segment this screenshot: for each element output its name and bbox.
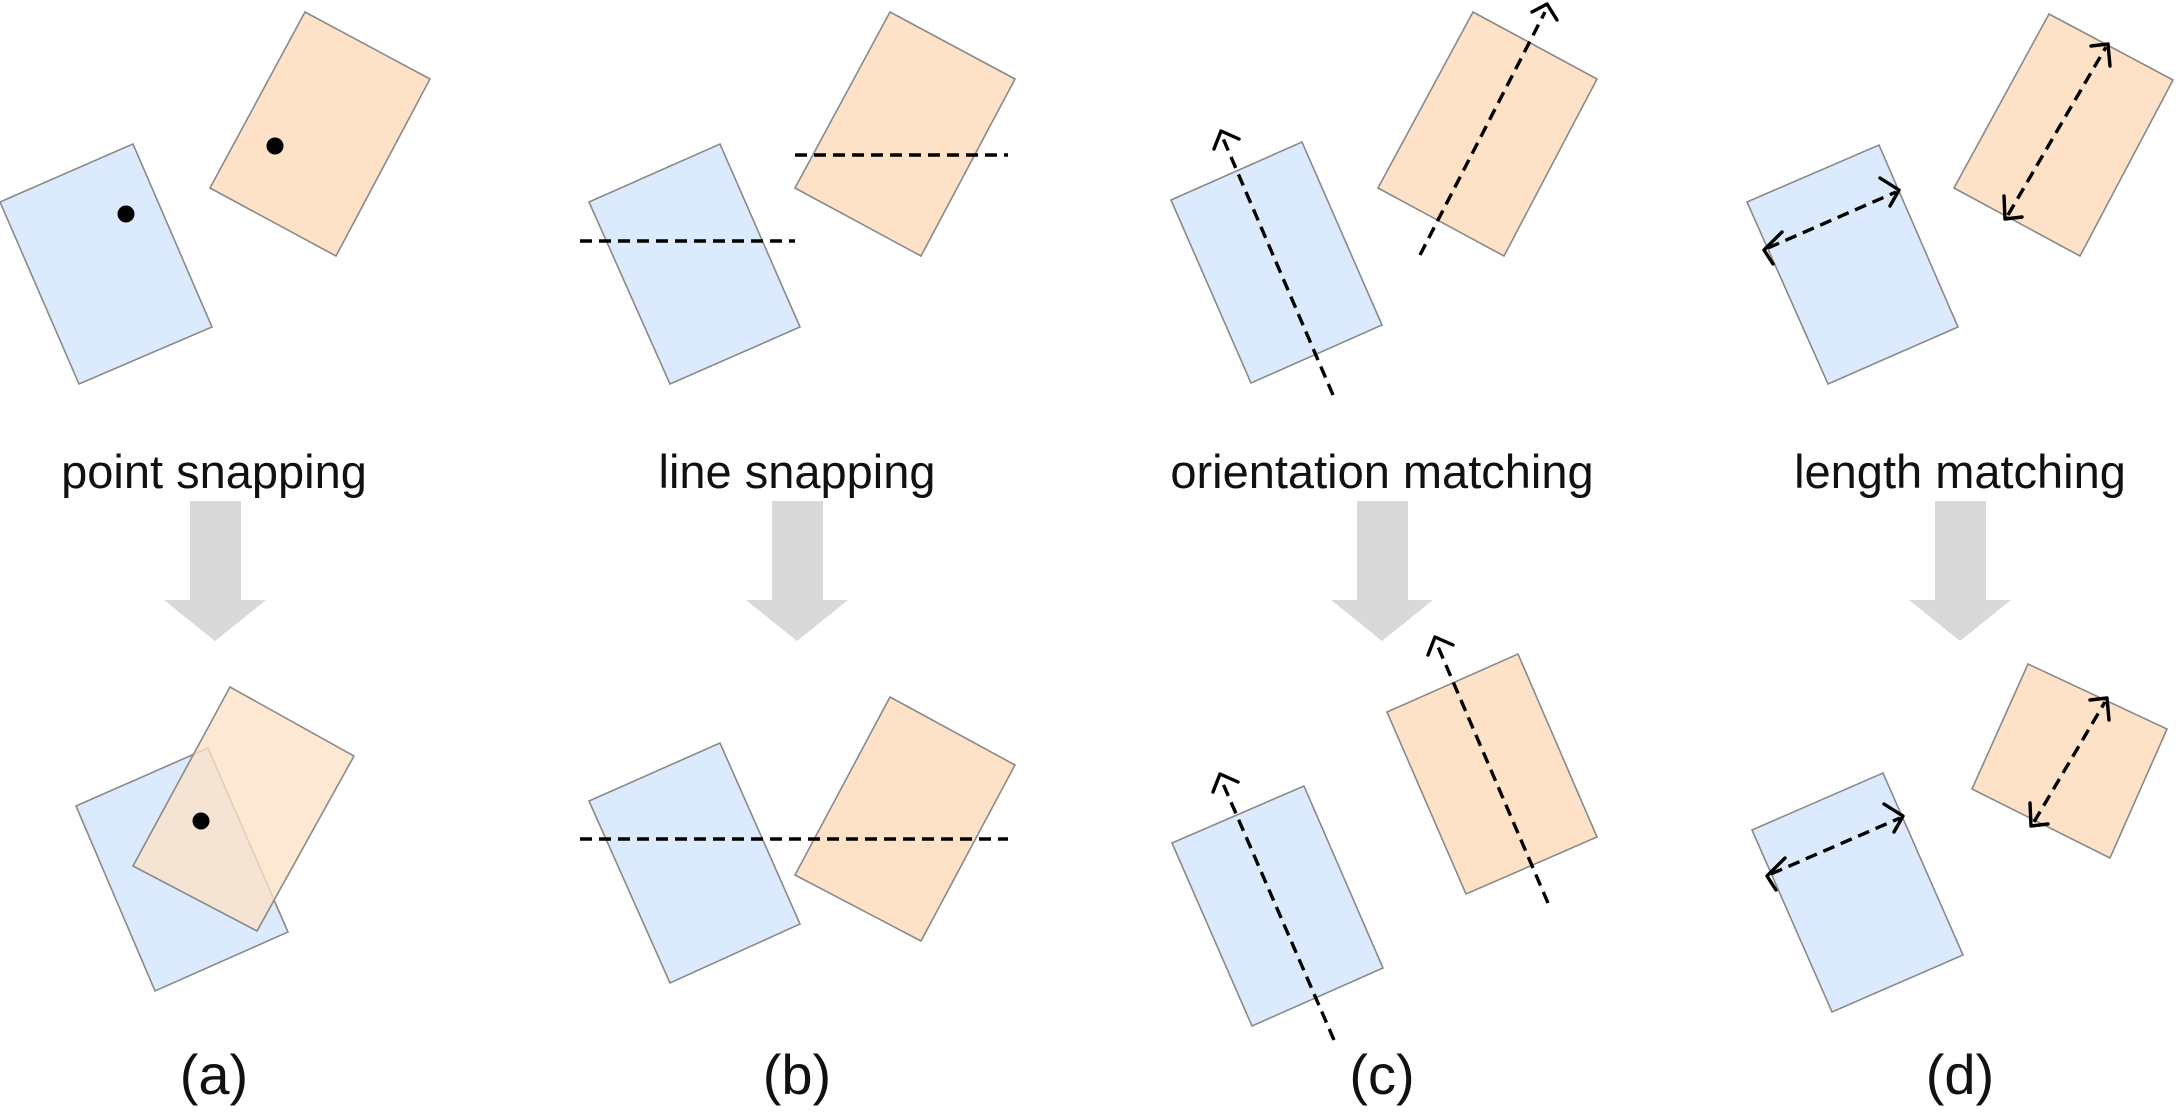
arrow-head-icon — [1530, 2, 1559, 22]
panel-c-letter: (c) — [1349, 1043, 1414, 1106]
down-arrow-icon — [746, 501, 848, 641]
arrow-head-icon — [1878, 176, 1901, 208]
panel-b-before — [580, 10, 1017, 386]
blue-rectangle — [587, 142, 802, 386]
orange-rectangle — [131, 685, 356, 933]
panel-d-letter: (d) — [1926, 1043, 1994, 1106]
panel-a-before — [0, 10, 432, 386]
down-arrow-icon — [164, 501, 266, 641]
blue-rectangle — [1745, 143, 1960, 386]
panel-b-label: line snapping — [659, 445, 936, 498]
panel-d: length matching (d) — [1745, 12, 2175, 1106]
snap-point-dot — [192, 812, 210, 830]
arrow-head-icon — [1212, 129, 1241, 151]
down-arrow-icon — [1909, 501, 2011, 641]
blue-rectangle — [0, 142, 214, 386]
blue-rectangle — [1170, 784, 1385, 1028]
snap-point-dot — [117, 205, 135, 223]
panel-c: orientation matching (c) — [1169, 2, 1599, 1106]
panel-c-before — [1169, 2, 1599, 396]
dashed-direction-arrow — [1219, 778, 1336, 1041]
panel-a: point snapping (a) — [0, 10, 432, 1106]
blue-rectangle — [1750, 771, 1965, 1014]
arrow-head-icon — [1211, 772, 1240, 794]
arrow-head-icon — [2002, 194, 2024, 221]
panel-c-label: orientation matching — [1170, 445, 1593, 498]
arrow-head-icon — [2028, 801, 2050, 828]
dashed-length-arrow — [1767, 190, 1897, 250]
panel-a-after — [74, 685, 356, 993]
arrow-head-icon — [1426, 635, 1455, 657]
orange-rectangle — [208, 10, 432, 258]
panel-b-after — [580, 695, 1017, 985]
dashed-length-arrow — [2032, 701, 2107, 823]
arrow-head-icon — [2088, 696, 2111, 722]
panel-a-label: point snapping — [61, 445, 367, 498]
dashed-length-arrow — [2006, 46, 2108, 216]
arrow-head-icon — [2089, 42, 2112, 68]
panel-a-letter: (a) — [180, 1043, 248, 1106]
orange-rectangle — [1952, 12, 2175, 258]
dashed-direction-arrow — [1418, 11, 1547, 256]
down-arrow-icon — [1331, 501, 1433, 641]
panel-d-label: length matching — [1794, 445, 2126, 498]
orange-rectangle — [793, 695, 1017, 943]
blue-rectangle — [587, 741, 802, 985]
orange-rectangle — [1970, 662, 2169, 860]
panel-d-after — [1750, 662, 2169, 1014]
snap-point-dot — [266, 137, 284, 155]
panel-b-letter: (b) — [763, 1043, 831, 1106]
dashed-direction-arrow — [1434, 641, 1550, 904]
panel-b: line snapping (b) — [580, 10, 1017, 1106]
dashed-length-arrow — [1770, 816, 1901, 876]
panel-c-after — [1170, 635, 1599, 1041]
orange-rectangle — [1376, 10, 1599, 258]
arrow-head-icon — [1762, 230, 1784, 266]
arrow-head-icon — [1765, 856, 1787, 892]
orange-rectangle — [793, 10, 1017, 258]
dashed-direction-arrow — [1220, 135, 1335, 396]
arrow-head-icon — [1882, 802, 1905, 834]
panel-d-before — [1745, 12, 2175, 386]
